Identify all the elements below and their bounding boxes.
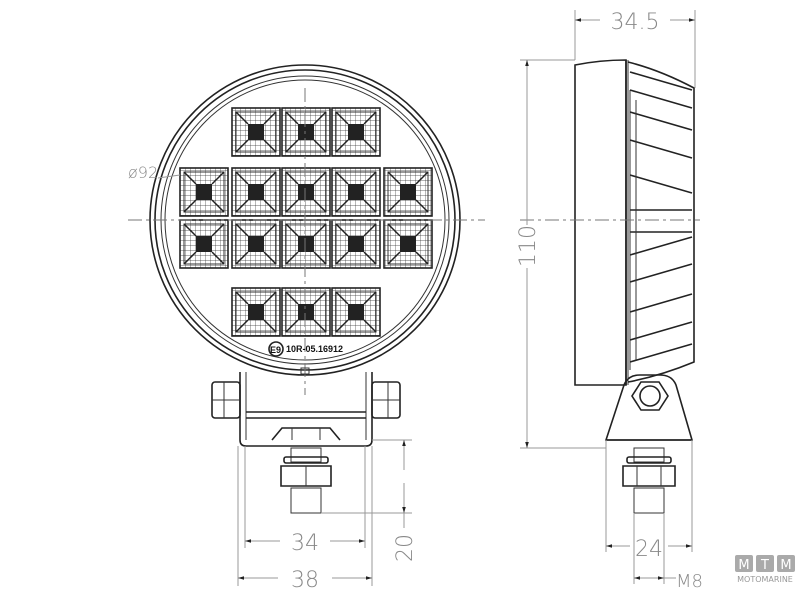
fin	[629, 111, 693, 131]
svg-text:E9: E9	[270, 345, 281, 355]
led-module	[281, 107, 331, 157]
diameter-label: ø92	[128, 163, 158, 182]
fin	[629, 174, 693, 194]
fin	[629, 343, 693, 363]
led-module	[179, 167, 229, 217]
led-module	[331, 287, 381, 337]
mounting-bracket	[211, 372, 401, 514]
fin	[629, 139, 693, 159]
fin	[629, 71, 693, 91]
dimension-34-5: 34.5	[611, 10, 660, 35]
led-array	[179, 107, 433, 337]
led-module	[231, 287, 281, 337]
led-module	[331, 167, 381, 217]
dimension-20: 20	[393, 534, 418, 562]
led-module	[331, 107, 381, 157]
led-module	[231, 107, 281, 157]
cooling-fins	[629, 71, 693, 370]
fin	[629, 236, 693, 256]
svg-text:T: T	[760, 558, 769, 573]
led-module	[383, 167, 433, 217]
dimension-38: 38	[291, 568, 319, 593]
svg-text:MOTOMARINE: MOTOMARINE	[737, 575, 793, 584]
thread-size-label: M8	[676, 571, 703, 592]
led-module	[331, 219, 381, 269]
fin	[629, 293, 693, 313]
side-bracket	[604, 374, 694, 441]
led-module	[281, 219, 331, 269]
fin	[629, 263, 693, 283]
led-module	[231, 167, 281, 217]
threaded-stud	[290, 487, 322, 514]
motomarine-logo: M T M MOTOMARINE	[735, 555, 795, 584]
front-view: ø92 E9 10R-05.16912	[128, 64, 485, 593]
svg-text:M: M	[780, 558, 791, 573]
dimension-110: 110	[516, 225, 541, 267]
fin	[629, 321, 693, 341]
led-module	[231, 219, 281, 269]
led-module	[281, 167, 331, 217]
certification-mark: E9 10R-05.16912	[268, 341, 343, 357]
side-housing	[574, 59, 627, 386]
led-module	[281, 287, 331, 337]
svg-text:M: M	[738, 558, 749, 573]
dimension-34: 34	[291, 531, 319, 556]
stud-nut	[280, 465, 332, 487]
fin	[629, 89, 693, 109]
side-view: 34.5 110 24 M8	[516, 10, 703, 592]
led-module	[383, 219, 433, 269]
certification-code: 10R-05.16912	[286, 344, 343, 354]
led-module	[179, 219, 229, 269]
dimension-24: 24	[635, 537, 663, 562]
